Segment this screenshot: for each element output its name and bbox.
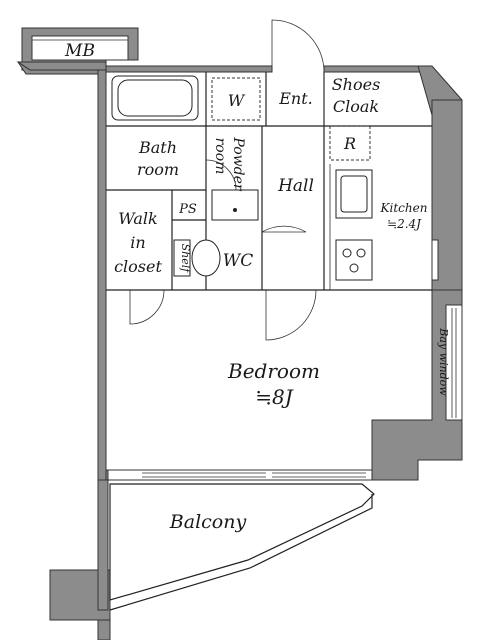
walk-in-closet-label-2: in xyxy=(130,233,145,252)
bathtub-inner xyxy=(117,79,193,117)
kitchen-label: Kitchen xyxy=(380,201,428,215)
left-wall xyxy=(21,61,111,640)
bath-room-label-1: Bath xyxy=(138,138,177,157)
left-lower-wall xyxy=(97,479,109,611)
closet-door xyxy=(129,289,165,325)
bedroom-label: Bedroom xyxy=(227,359,320,383)
bay-window-label: Bay window xyxy=(437,327,450,396)
hall-label: Hall xyxy=(277,176,314,196)
washer-label: W xyxy=(228,91,246,110)
kitchen-sink-basin xyxy=(340,175,368,213)
balcony-label: Balcony xyxy=(169,511,247,533)
wc-door xyxy=(261,225,307,233)
balcony-outline xyxy=(109,483,375,601)
entrance-door xyxy=(271,19,325,73)
kitchen-size-label: ≒2.4J xyxy=(387,217,422,231)
kitchen-window xyxy=(431,239,439,281)
toilet xyxy=(191,239,221,277)
burner-1 xyxy=(342,248,352,258)
burner-2 xyxy=(356,248,366,258)
toilet-tank xyxy=(173,239,191,277)
powder-sink-drain xyxy=(233,208,237,212)
top-wall-right xyxy=(323,65,425,73)
stove xyxy=(335,239,373,281)
balcony-rail xyxy=(109,494,373,611)
bedroom-size-label: ≒8J xyxy=(255,385,293,409)
left-wall-strip xyxy=(97,69,107,481)
powder-room-label-1: Powder xyxy=(230,136,246,192)
left-top-slope2 xyxy=(17,61,99,75)
refrigerator-box xyxy=(329,125,371,161)
window-wall xyxy=(107,469,373,481)
shoes-cloak-label-1: Shoes xyxy=(332,75,381,94)
ps-label: PS xyxy=(178,202,197,217)
powder-sink xyxy=(211,189,259,221)
left-top-slope xyxy=(16,61,107,71)
wc-label: WC xyxy=(223,251,253,271)
powder-door xyxy=(205,159,237,191)
refrigerator-label: R xyxy=(343,134,356,153)
top-wall-left xyxy=(105,65,273,73)
mb-label: MB xyxy=(64,41,95,61)
walk-in-closet-label-3: closet xyxy=(114,257,162,276)
burner-3 xyxy=(349,263,359,273)
walk-in-closet-label-1: Walk xyxy=(118,209,157,228)
bay-window-frame xyxy=(445,304,463,421)
shelf-label: Shelf xyxy=(179,244,192,275)
bedroom-door xyxy=(265,289,317,341)
shoes-cloak-label-2: Cloak xyxy=(333,97,379,116)
right-wall-upper xyxy=(431,99,463,291)
entrance-label: Ent. xyxy=(278,89,313,108)
bath-room-label-2: room xyxy=(137,160,179,179)
powder-room-label-2: room xyxy=(212,138,228,175)
